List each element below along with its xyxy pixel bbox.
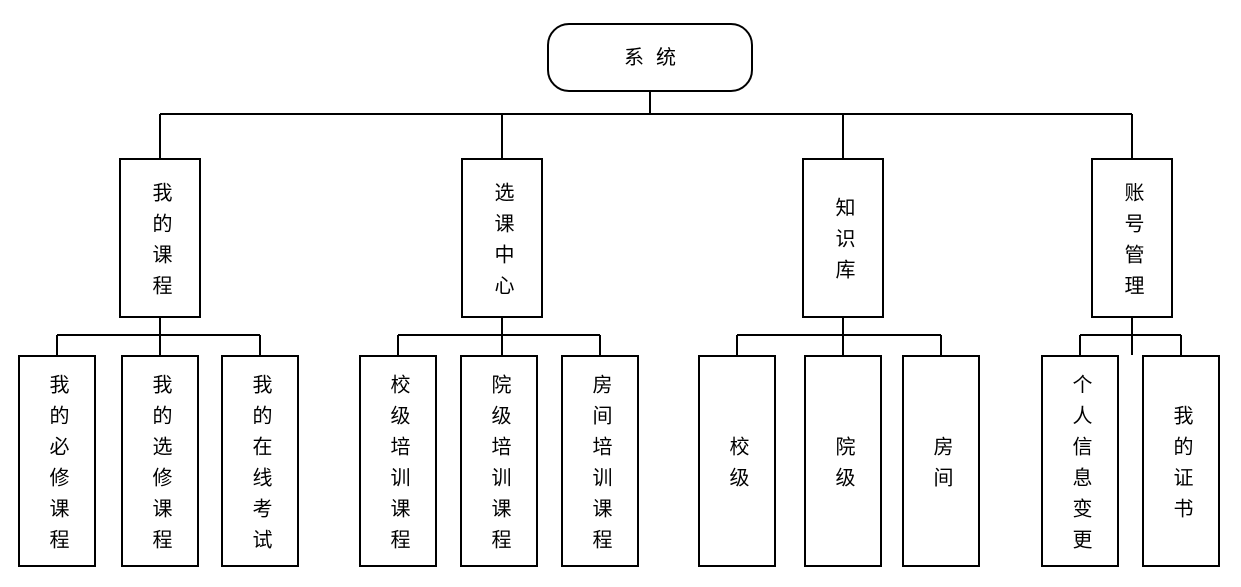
leaf-node-my-certificates: 我的证书 <box>1142 355 1220 567</box>
branch-node-my-courses: 我的课程 <box>119 158 201 318</box>
leaf-node-label: 个人信息变更 <box>1069 373 1091 560</box>
leaf-node-label: 校级培训课程 <box>387 373 409 560</box>
leaf-node-my-elective-courses: 我的选修课程 <box>121 355 199 567</box>
branch-node-label: 选课中心 <box>491 181 513 306</box>
branch-node-account-management: 账号管理 <box>1091 158 1173 318</box>
leaf-node-label: 我的选修课程 <box>149 373 171 560</box>
leaf-node-label: 校级 <box>726 435 748 498</box>
leaf-node-college-training-courses: 院级培训课程 <box>460 355 538 567</box>
leaf-node-room-training-courses: 房间培训课程 <box>561 355 639 567</box>
leaf-node-room: 房间 <box>902 355 980 567</box>
leaf-node-personal-info-change: 个人信息变更 <box>1041 355 1119 567</box>
connector-group1 <box>56 318 261 355</box>
leaf-node-my-online-exams: 我的在线考试 <box>221 355 299 567</box>
leaf-node-label: 房间 <box>930 435 952 498</box>
leaf-node-label: 我的证书 <box>1170 404 1192 529</box>
leaf-node-label: 院级培训课程 <box>488 373 510 560</box>
root-node-label: 系统 <box>624 46 688 69</box>
leaf-node-label: 我的必修课程 <box>46 373 68 560</box>
branch-node-label: 我的课程 <box>149 181 171 306</box>
branch-node-label: 账号管理 <box>1121 181 1143 306</box>
leaf-node-college-level: 院级 <box>804 355 882 567</box>
branch-node-course-selection-center: 选课中心 <box>461 158 543 318</box>
leaf-node-my-required-courses: 我的必修课程 <box>18 355 96 567</box>
leaf-node-label: 我的在线考试 <box>249 373 271 560</box>
branch-node-knowledge-base: 知识库 <box>802 158 884 318</box>
root-node-system: 系统 <box>547 23 753 92</box>
leaf-node-label: 院级 <box>832 435 854 498</box>
connector-group2 <box>397 318 601 355</box>
leaf-node-label: 房间培训课程 <box>589 373 611 560</box>
leaf-node-school-training-courses: 校级培训课程 <box>359 355 437 567</box>
connector-group3 <box>736 318 942 355</box>
leaf-node-school-level: 校级 <box>698 355 776 567</box>
connector-group4 <box>1079 318 1182 355</box>
branch-node-label: 知识库 <box>832 197 854 290</box>
